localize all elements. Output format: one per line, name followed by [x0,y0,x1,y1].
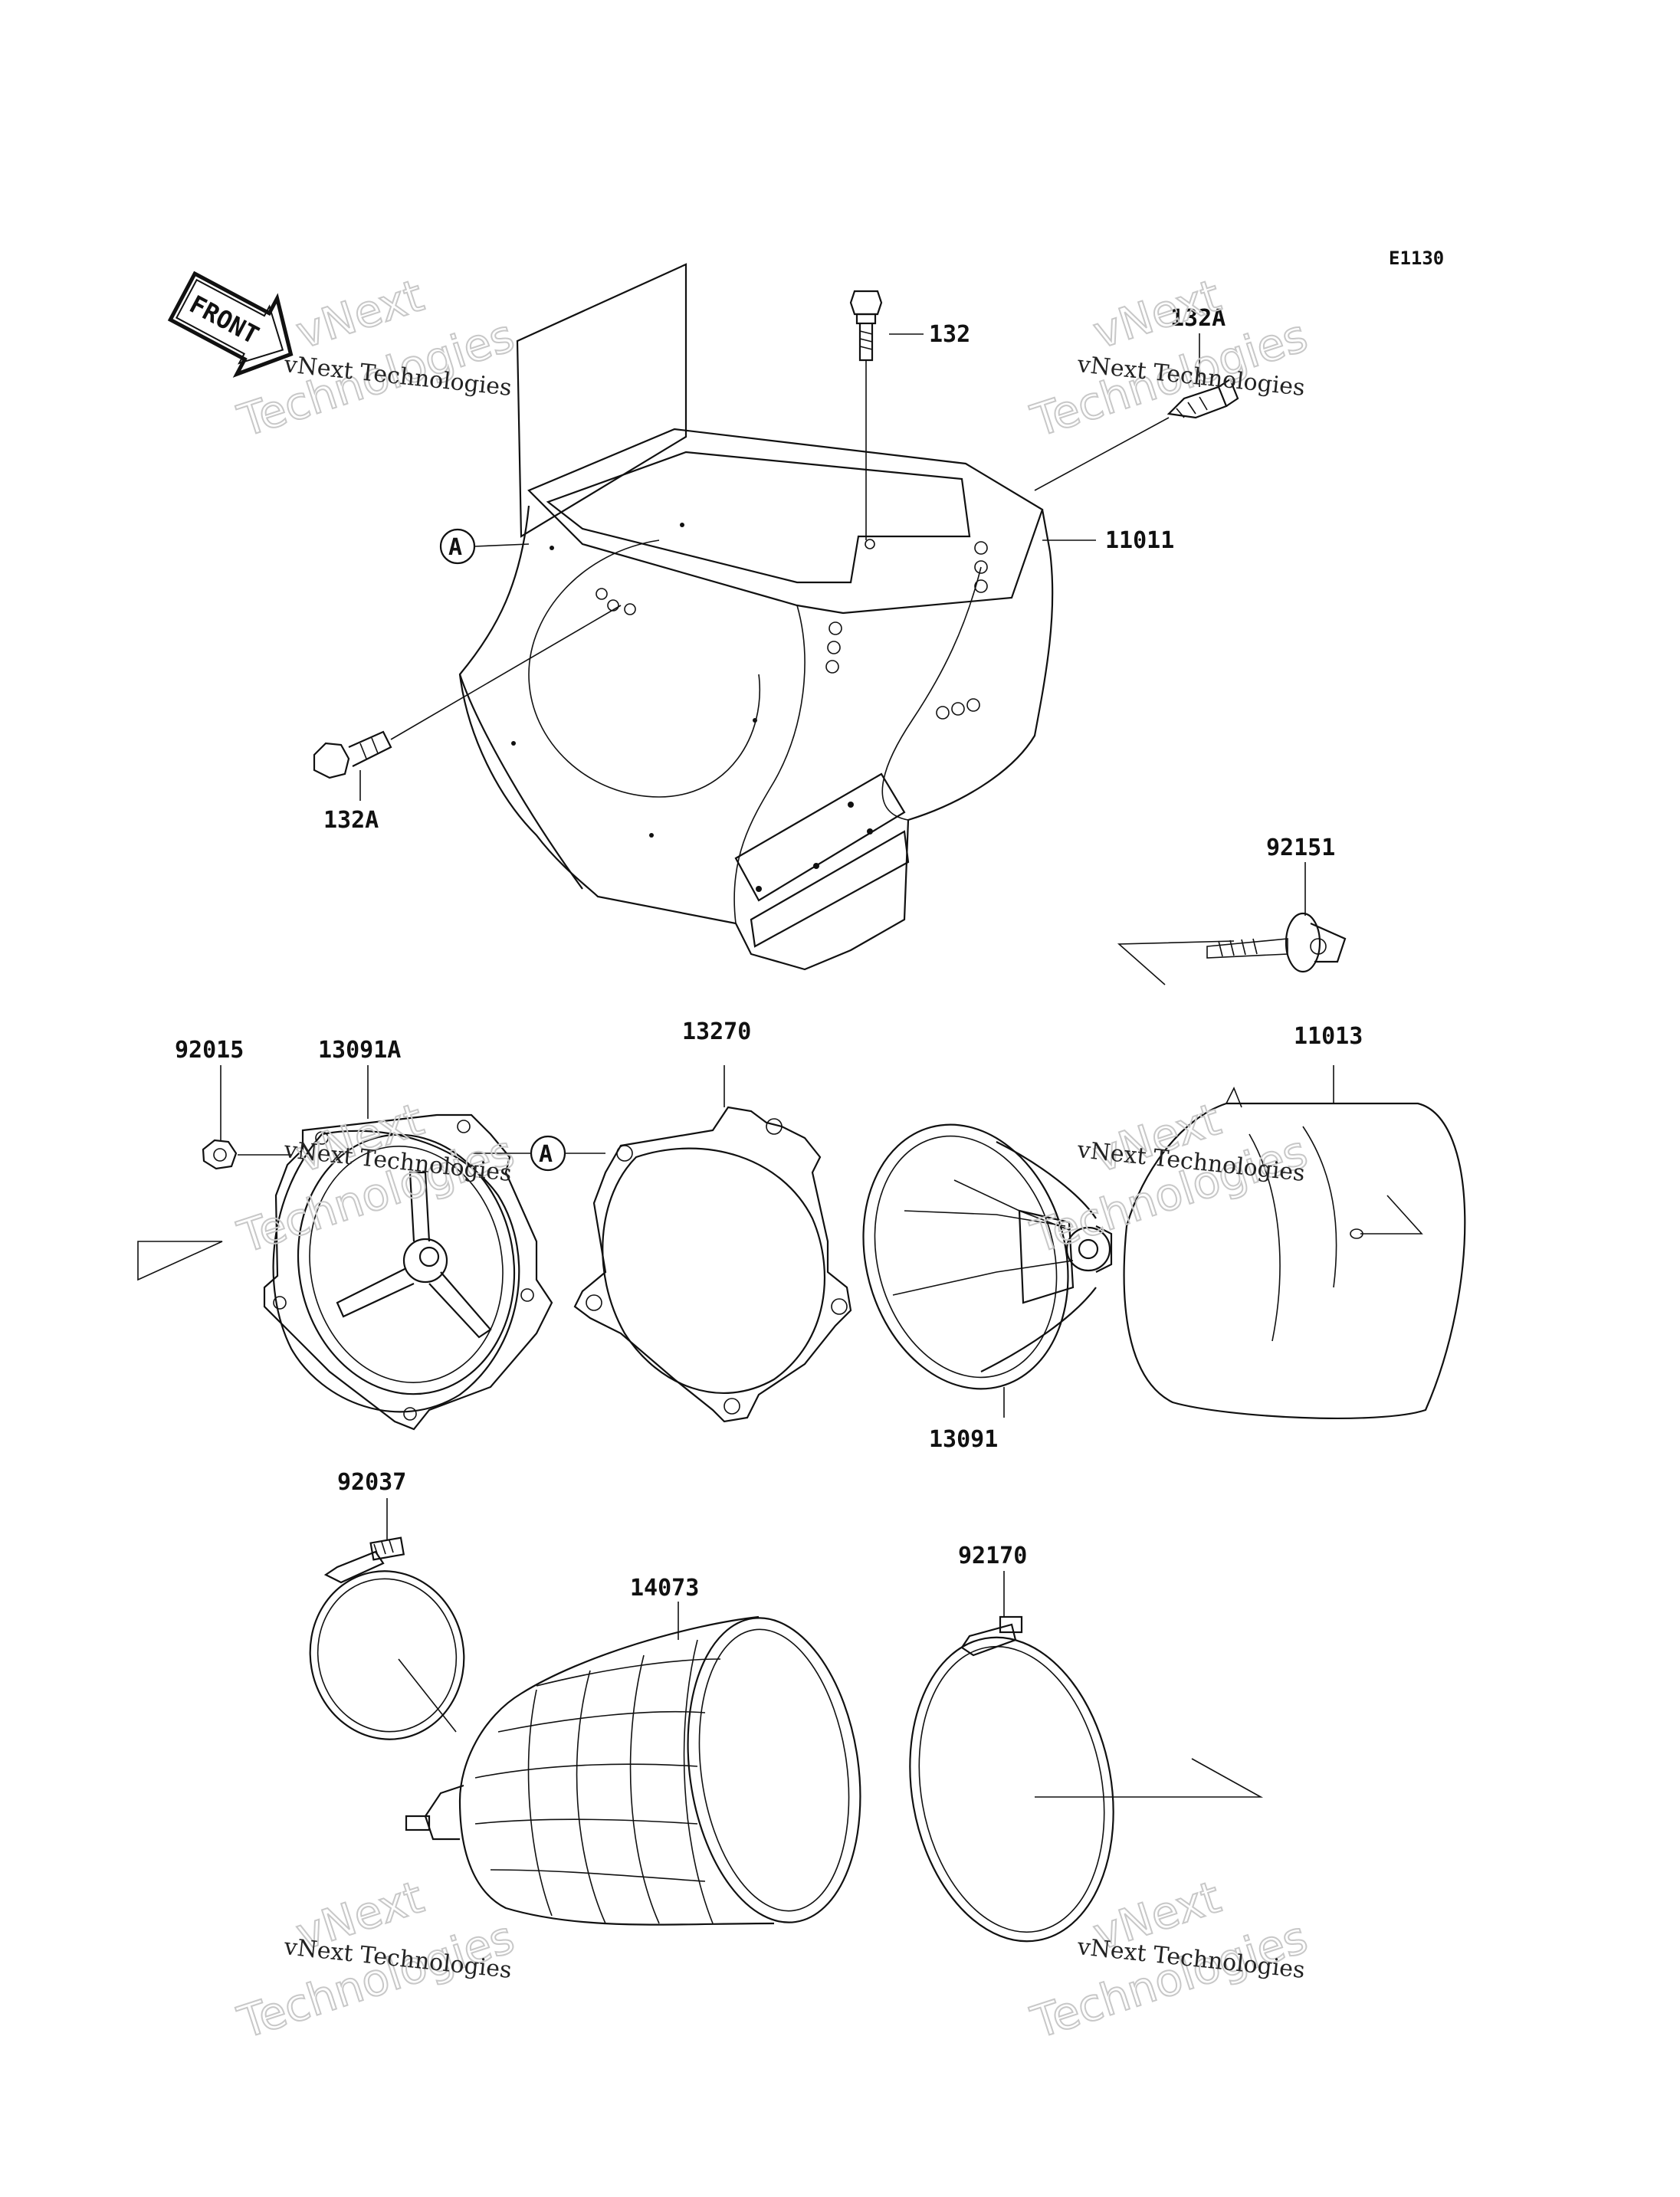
label-92170: 92170 [958,1543,1027,1569]
connector-a-top: A [439,528,476,565]
filter-cage-13091 [862,1123,1113,1390]
label-11011: 11011 [1105,527,1174,554]
label-13270: 13270 [682,1018,751,1045]
label-92037: 92037 [337,1469,406,1496]
label-13091: 13091 [929,1426,998,1453]
connector-a-middle: A [530,1135,566,1172]
label-92015: 92015 [175,1037,244,1064]
label-132: 132 [929,321,970,348]
watermark-middle-right: vNext Technologies vNext Technologies [1024,1092,1314,1264]
label-14073: 14073 [630,1575,699,1602]
label-132a-left: 132A [323,807,379,834]
watermark-bottom-right: vNext Technologies vNext Technologies [1024,1870,1314,2049]
wing-bolt-92151 [1206,912,1347,973]
label-11013: 11013 [1294,1023,1363,1050]
connector-a-middle-letter: A [539,1141,553,1168]
watermark-middle-left: vNext Technologies vNext Technologies [231,1092,520,1264]
clamp-92037 [309,1536,465,1740]
bolt-132a-top [1166,378,1239,419]
bolt-132 [849,290,883,362]
watermark-bottom-left: vNext Technologies vNext Technologies [231,1870,520,2049]
label-132a-top: 132A [1170,305,1226,332]
filter-element-11013 [1123,1087,1466,1419]
filter-frame-13091a [263,1113,553,1431]
bolt-132a-left [313,730,392,779]
diagram-code: E1130 [1389,248,1444,269]
watermark-top-right: vNext Technologies vNext Technologies [1024,268,1314,448]
gasket-13270 [573,1106,852,1423]
label-92151: 92151 [1266,835,1335,861]
airbox-11011 [458,263,1054,971]
nut-92015 [202,1139,238,1170]
connector-a-top-letter: A [448,534,462,561]
intake-duct-14073 [405,1615,861,1926]
clamp-92170 [909,1615,1114,1943]
label-13091a: 13091A [318,1037,401,1064]
